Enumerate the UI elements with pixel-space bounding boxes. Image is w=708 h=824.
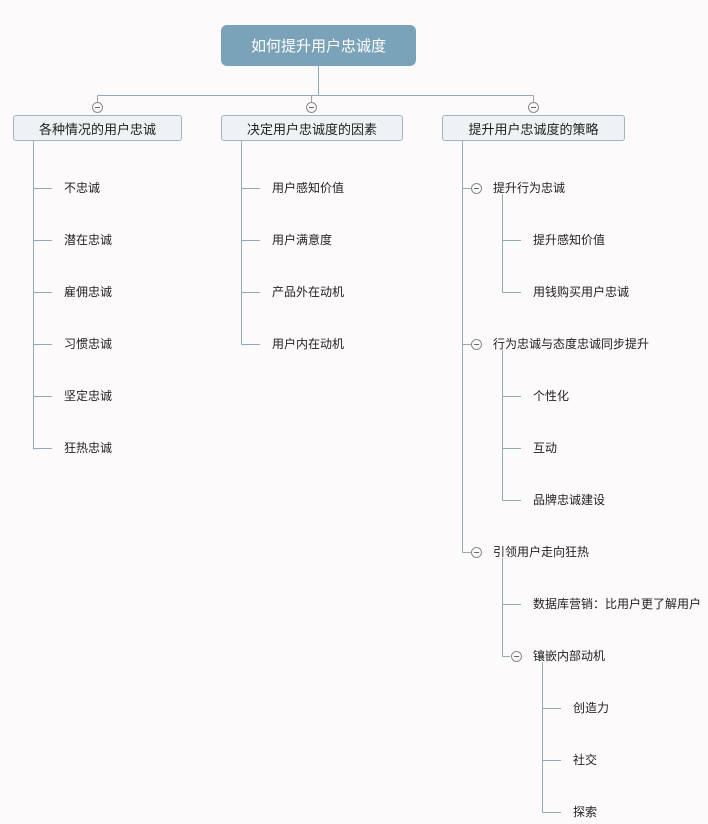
collapse-toggle-icon[interactable] <box>471 339 482 350</box>
leaf-item[interactable]: 互动 <box>533 441 558 455</box>
leaf-item[interactable]: 雇佣忠诚 <box>64 285 113 299</box>
leaf-item[interactable]: 不忠诚 <box>64 181 101 195</box>
leaf-item[interactable]: 创造力 <box>573 701 610 715</box>
collapse-toggle-icon[interactable] <box>306 102 317 113</box>
collapse-toggle-icon[interactable] <box>92 102 103 113</box>
leaf-item[interactable]: 用户感知价值 <box>272 181 345 195</box>
leaf-item[interactable]: 个性化 <box>533 389 570 403</box>
group-topic[interactable]: 提升行为忠诚 <box>493 181 566 195</box>
leaf-item[interactable]: 数据库营销：比用户更了解用户 <box>533 597 702 611</box>
group-topic[interactable]: 行为忠诚与态度忠诚同步提升 <box>493 337 650 351</box>
leaf-item[interactable]: 提升感知价值 <box>533 233 606 247</box>
root-topic[interactable]: 如何提升用户忠诚度 <box>221 25 416 66</box>
branch-loyalty-strategies[interactable]: 提升用户忠诚度的策略 <box>442 115 625 141</box>
leaf-item[interactable]: 社交 <box>573 753 598 767</box>
group-topic[interactable]: 引领用户走向狂热 <box>493 545 590 559</box>
collapse-toggle-icon[interactable] <box>528 102 539 113</box>
leaf-item[interactable]: 用户内在动机 <box>272 337 345 351</box>
leaf-item[interactable]: 用钱购买用户忠诚 <box>533 285 630 299</box>
branch-user-loyalty-types[interactable]: 各种情况的用户忠诚 <box>13 115 182 141</box>
leaf-item[interactable]: 狂热忠诚 <box>64 441 113 455</box>
leaf-item[interactable]: 潜在忠诚 <box>64 233 113 247</box>
branch-loyalty-factors[interactable]: 决定用户忠诚度的因素 <box>221 115 403 141</box>
leaf-item[interactable]: 品牌忠诚建设 <box>533 493 606 507</box>
leaf-item[interactable]: 用户满意度 <box>272 233 333 247</box>
leaf-item[interactable]: 产品外在动机 <box>272 285 345 299</box>
collapse-toggle-icon[interactable] <box>511 651 522 662</box>
collapse-toggle-icon[interactable] <box>471 547 482 558</box>
subgroup-topic[interactable]: 镶嵌内部动机 <box>533 649 606 663</box>
leaf-item[interactable]: 习惯忠诚 <box>64 337 113 351</box>
collapse-toggle-icon[interactable] <box>471 183 482 194</box>
leaf-item[interactable]: 坚定忠诚 <box>64 389 113 403</box>
leaf-item[interactable]: 探索 <box>573 805 598 819</box>
